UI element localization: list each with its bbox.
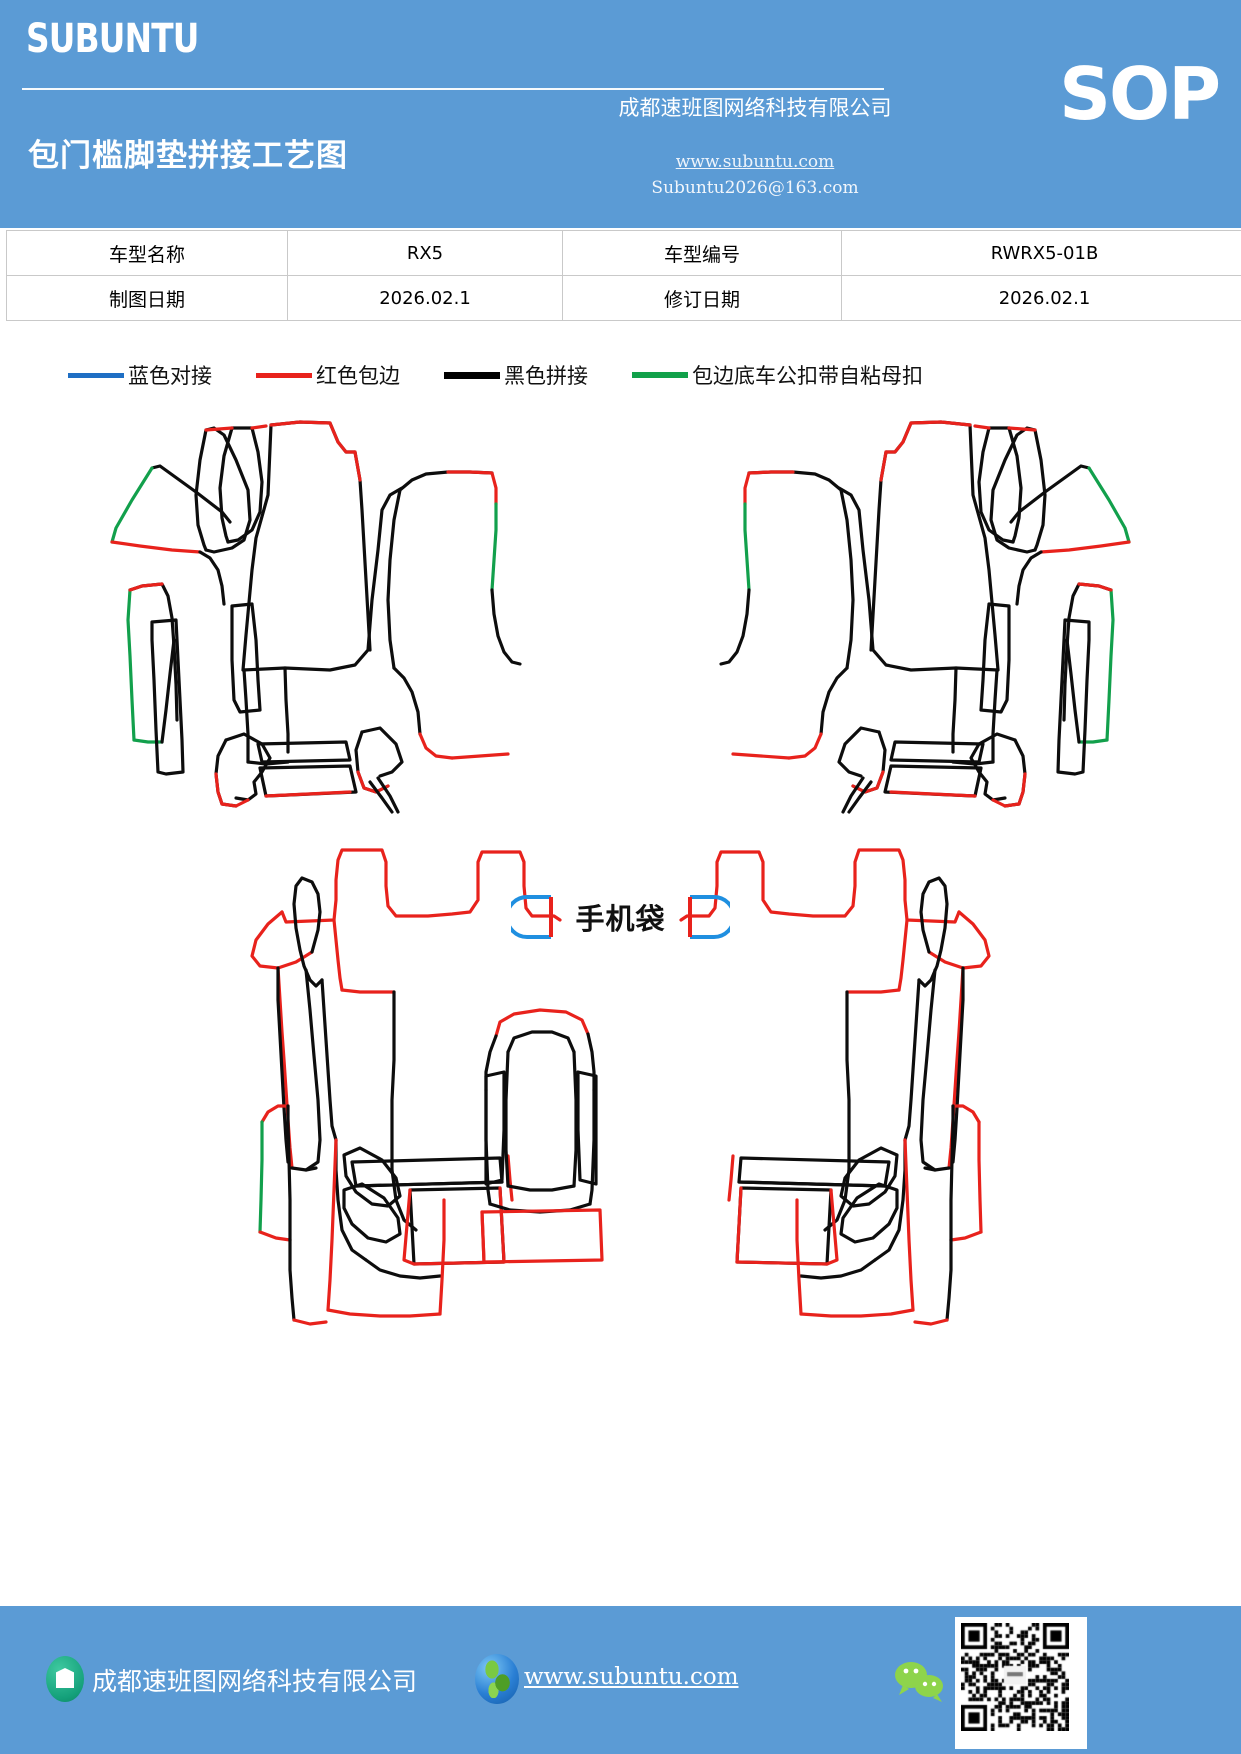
footer-website-link[interactable]: www.subuntu.com	[524, 1664, 739, 1690]
wechat-icon	[895, 1662, 943, 1702]
model-code-label: 车型编号	[562, 230, 842, 276]
revision-date-value: 2026.02.1	[841, 275, 1241, 321]
header-website-link[interactable]: www.subuntu.com	[675, 152, 835, 172]
phone-pocket-shape-left	[511, 895, 554, 939]
legend-label-green: 包边底车公扣带自粘母扣	[692, 364, 923, 388]
page-footer: 成都速班图网络科技有限公司 www.subuntu.com	[0, 1606, 1241, 1754]
phone-pocket-legend: 手机袋	[0, 886, 1241, 948]
rear-center-mat-group	[480, 1008, 604, 1264]
globe-icon	[475, 1654, 519, 1704]
revision-date-label: 修订日期	[562, 275, 842, 321]
header-company-name: 成都速班图网络科技有限公司	[618, 96, 892, 120]
model-code-value: RWRX5-01B	[841, 230, 1241, 276]
legend-item-green: 包边底车公扣带自粘母扣	[632, 360, 923, 390]
model-name-value: RX5	[287, 230, 563, 276]
draw-date-label: 制图日期	[6, 275, 288, 321]
legend-label-blue: 蓝色对接	[128, 364, 212, 388]
legend-swatch-black	[444, 371, 500, 379]
header-divider	[22, 88, 884, 90]
legend-swatch-red	[256, 372, 312, 378]
legend-item-black: 黑色拼接	[444, 360, 588, 390]
mat-pattern-svg	[110, 420, 1131, 1326]
header-email-text: Subuntu2026@163.com	[651, 178, 859, 198]
front-left-mat-group	[110, 420, 522, 814]
footer-company-name: 成都速班图网络科技有限公司	[92, 1667, 418, 1696]
legend: 蓝色对接 红色包边 黑色拼接 包边底车公扣带自粘母扣	[0, 355, 1241, 395]
draw-date-value: 2026.02.1	[287, 275, 563, 321]
wechat-qr-code	[955, 1617, 1087, 1749]
front-right-mat-group	[719, 420, 1131, 814]
legend-item-red: 红色包边	[256, 360, 400, 390]
legend-swatch-blue	[68, 372, 124, 378]
rear-right-mat-group	[679, 848, 991, 1326]
model-name-label: 车型名称	[6, 230, 288, 276]
legend-label-red: 红色包边	[316, 364, 400, 388]
page-header: SUBUNTU 包门槛脚垫拼接工艺图 成都速班图网络科技有限公司 www.sub…	[0, 0, 1241, 228]
brand-logo-text: SUBUNTU	[26, 16, 199, 62]
table-row: 制图日期 2026.02.1 修订日期 2026.02.1	[6, 275, 1241, 321]
vehicle-info-table: 车型名称 RX5 车型编号 RWRX5-01B 制图日期 2026.02.1 修…	[6, 230, 1241, 321]
mat-pattern-drawing	[0, 400, 1241, 1400]
phone-pocket-shape-right	[687, 895, 730, 939]
document-type-badge: SOP	[1059, 52, 1221, 136]
phone-pocket-label: 手机袋	[575, 902, 666, 936]
legend-label-black: 黑色拼接	[504, 364, 588, 388]
legend-item-blue: 蓝色对接	[68, 360, 212, 390]
table-row: 车型名称 RX5 车型编号 RWRX5-01B	[6, 230, 1241, 276]
rear-left-mat-group	[250, 848, 562, 1326]
building-icon	[46, 1656, 84, 1702]
document-title: 包门槛脚垫拼接工艺图	[28, 138, 348, 174]
legend-swatch-green	[632, 372, 688, 378]
